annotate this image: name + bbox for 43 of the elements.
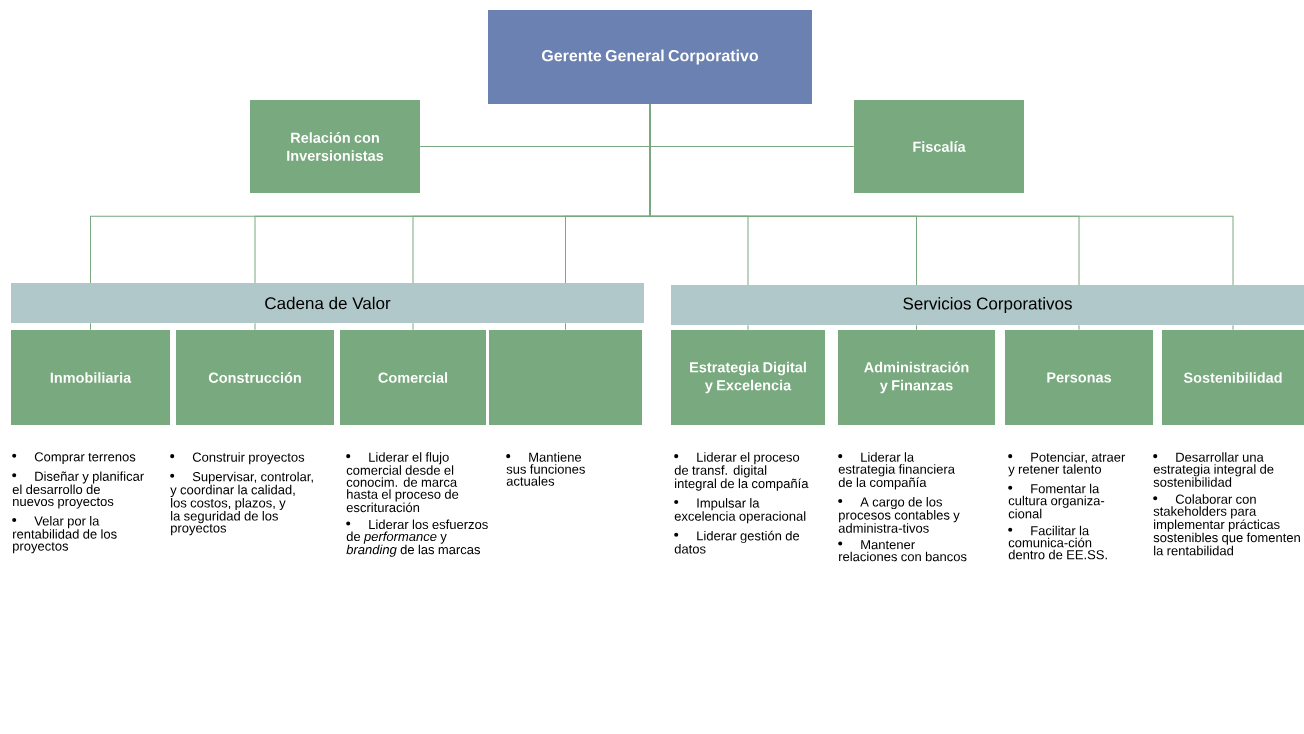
bullet-item: Liderar gestión de datos bbox=[674, 530, 800, 554]
connector-line bbox=[1078, 324, 1080, 331]
bullet-item: Comprar terrenos bbox=[12, 452, 136, 464]
department-box bbox=[489, 330, 642, 425]
department-box: Administración y Finanzas bbox=[838, 330, 995, 425]
connector-line bbox=[254, 322, 256, 331]
bullet-item: Facilitar la comunica-ción dentro de EE.SS. bbox=[1008, 525, 1107, 560]
connector-line bbox=[649, 103, 1234, 286]
bullet-item: Liderar la estrategia financiera de la compañía bbox=[838, 452, 955, 490]
department-box: Sostenibilidad bbox=[1162, 330, 1304, 425]
group-band bbox=[11, 283, 644, 323]
bullet-item: A cargo de los procesos contables y administra-tivos bbox=[838, 497, 960, 533]
group-band bbox=[671, 285, 1304, 325]
bullet-item: Liderar el flujo comercial desde el conocim. de marca hasta el proceso de escrituración bbox=[346, 452, 459, 513]
connector-line bbox=[90, 322, 91, 331]
bullet-item: Liderar el proceso de transf. digital integral de la compañía bbox=[674, 452, 809, 491]
band-label: Cadena de Valor bbox=[265, 296, 391, 310]
bullet-item: Liderar los esfuerzos de performance y branding de las marcas bbox=[346, 519, 488, 557]
staff-box: Relación con Inversionistas bbox=[250, 100, 420, 193]
manager-box: Gerente General Corporativo bbox=[488, 10, 812, 104]
bullet-item: Impulsar la excelencia operacional bbox=[674, 498, 806, 524]
bullet-item: Mantener relaciones con bancos bbox=[838, 540, 967, 562]
bullet-item: Mantiene sus funciones actuales bbox=[506, 452, 585, 486]
bullet-item: Potenciar, atraer y retener talento bbox=[1008, 452, 1126, 477]
bullet-item: Colaborar con stakeholders para implementar prácticas sostenibles que fomenten la rentabilidad bbox=[1153, 494, 1300, 556]
band-label: Servicios Corporativos bbox=[903, 297, 1072, 313]
connector-line bbox=[916, 324, 917, 331]
department-box: Estrategia Digital y Excelencia bbox=[671, 330, 825, 425]
department-box: Construcción bbox=[176, 330, 334, 425]
connector-line bbox=[565, 322, 566, 331]
connector-line bbox=[1232, 324, 1234, 331]
bullet-item: Construir proyectos bbox=[170, 452, 305, 465]
department-box: Personas bbox=[1005, 330, 1153, 425]
department-box: Inmobiliaria bbox=[11, 330, 170, 425]
bullet-item: Diseñar y planificar el desarrollo de nuevos proyectos bbox=[12, 471, 144, 509]
connector-line bbox=[412, 322, 414, 331]
connector-line bbox=[747, 324, 749, 331]
bullet-item: Fomentar la cultura organiza-cional bbox=[1008, 483, 1105, 519]
bullet-item: Desarrollar una estrategia integral de sostenibilidad bbox=[1153, 452, 1274, 487]
bullet-item: Supervisar, controlar, y coordinar la calidad, los costos, plazos, y la seguridad de los proyectos bbox=[170, 471, 313, 536]
staff-box: Fiscalía bbox=[854, 100, 1024, 193]
department-box: Comercial bbox=[340, 330, 486, 425]
bullet-item: Velar por la rentabilidad de los proyectos bbox=[12, 516, 117, 554]
